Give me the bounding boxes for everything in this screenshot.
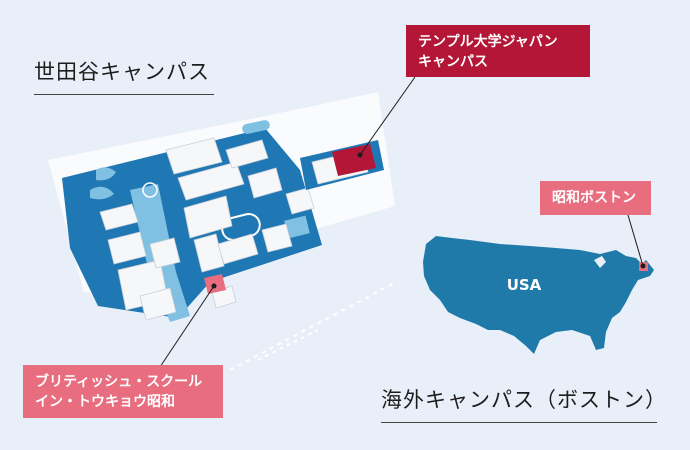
setagaya-campus-heading: 世田谷キャンパス	[34, 56, 214, 95]
boston-label-text: 昭和ボストン	[552, 190, 636, 206]
temple-pin	[357, 152, 363, 158]
overseas-heading-text: 海外キャンパス（ボストン）	[381, 388, 667, 412]
british-school-label[interactable]: ブリティッシュ・スクール イン・トウキョウ昭和	[23, 365, 223, 418]
heading-underline	[34, 94, 214, 95]
heading-underline	[381, 422, 657, 423]
british-label-line2: イン・トウキョウ昭和	[35, 394, 175, 410]
overseas-campus-heading: 海外キャンパス（ボストン）	[381, 384, 667, 423]
boston-pin	[640, 263, 646, 269]
temple-building-marker	[332, 144, 376, 176]
temple-university-label[interactable]: テンプル大学ジャパン キャンパス	[406, 25, 590, 77]
british-label-line1: ブリティッシュ・スクール	[35, 374, 203, 390]
temple-campus-area	[300, 140, 384, 190]
campus-buildings	[99, 137, 315, 321]
setagaya-heading-text: 世田谷キャンパス	[34, 60, 210, 84]
leader-lines	[159, 76, 644, 368]
temple-label-line1: テンプル大学ジャパン	[418, 34, 558, 50]
temple-label-line2: キャンパス	[418, 54, 488, 70]
usa-map: USA	[423, 236, 654, 354]
british-pin	[211, 283, 217, 289]
showa-boston-label[interactable]: 昭和ボストン	[540, 181, 651, 215]
country-label: USA	[507, 276, 542, 294]
